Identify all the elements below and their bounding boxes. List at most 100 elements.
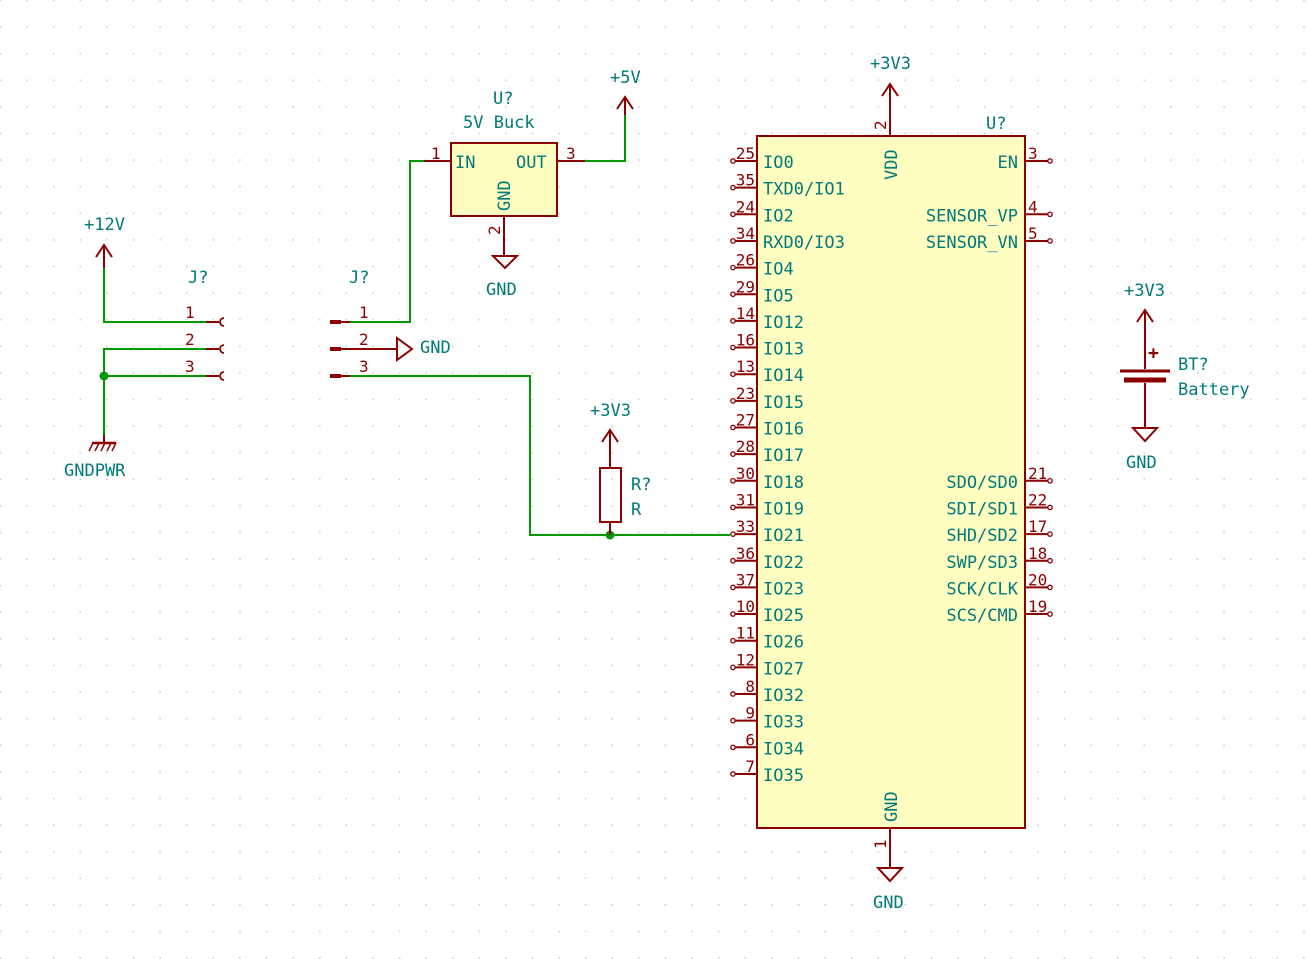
mcu-pin-number: 4 <box>1028 197 1038 216</box>
mcu-pin-number: 29 <box>736 277 755 296</box>
power-gnd-buck[interactable]: GND <box>486 255 520 300</box>
power-3v3-bat[interactable]: +3V3 <box>1124 281 1165 345</box>
mcu-pin-right[interactable]: 4 SENSOR_VP <box>926 197 1053 226</box>
buck-pin-in-num: 1 <box>431 144 441 163</box>
power-gnd-bat-label: GND <box>1126 453 1157 473</box>
mcu-pin-number: 7 <box>745 757 755 776</box>
connector-left-ref: J? <box>188 268 208 288</box>
connector-right[interactable]: J? 1 2 3 GND <box>330 268 451 378</box>
connector-right-pin-1: 1 <box>359 303 369 322</box>
mcu-pin-right[interactable]: 3EN <box>998 144 1053 173</box>
mcu-pin-left[interactable]: 37 IO23 <box>730 570 804 599</box>
mcu-pin-number: 35 <box>736 171 755 190</box>
mcu-pin-name: SDO/SD0 <box>946 473 1018 493</box>
mcu-pin-name: IO18 <box>763 473 804 493</box>
mcu-pin-number: 20 <box>1028 570 1047 589</box>
mcu-body <box>756 135 1026 829</box>
mcu-pin-name: IO0 <box>763 153 794 173</box>
power-3v3-mcu[interactable]: +3V3 <box>870 54 911 103</box>
mcu-pin-number: 8 <box>745 677 755 696</box>
resistor[interactable]: R? R <box>599 452 651 535</box>
mcu-pin-name: SHD/SD2 <box>946 526 1018 546</box>
mcu-pin-name: SCK/CLK <box>946 579 1018 599</box>
mcu-pin-name: SENSOR_VP <box>926 206 1018 226</box>
power-gndpwr-label: GNDPWR <box>64 461 126 481</box>
buck-value: 5V Buck <box>463 113 535 133</box>
power-3v3-res[interactable]: +3V3 <box>590 401 631 452</box>
mcu-pin-name: IO19 <box>763 499 804 519</box>
wire-conn-to-buck[interactable] <box>350 160 424 323</box>
mcu-pin-name: SDI/SD1 <box>946 499 1018 519</box>
mcu-pin-name: IO12 <box>763 313 804 333</box>
resistor-value: R <box>631 500 642 520</box>
wire-gndpwr-2[interactable] <box>103 348 206 376</box>
wire-buck-to-5v[interactable] <box>585 115 626 162</box>
connector-left-pin-3: 3 <box>185 357 195 376</box>
wire-12v[interactable] <box>103 268 206 323</box>
mcu-pin-left[interactable]: 29 IO5 <box>730 277 794 306</box>
mcu-pin-name: IO33 <box>763 713 804 733</box>
mcu-pin-left[interactable]: 9 IO33 <box>730 704 804 733</box>
power-12v[interactable]: +12V <box>84 215 125 268</box>
buck-converter[interactable]: U? 5V Buck 1 IN 3 OUT GND 2 <box>424 89 585 256</box>
mcu-pin-right[interactable]: 20 SCK/CLK <box>946 570 1053 599</box>
mcu-pin-name: IO22 <box>763 553 804 573</box>
mcu-pin-left[interactable]: 7 IO35 <box>730 757 804 786</box>
mcu-pin-name: IO35 <box>763 766 804 786</box>
power-gnd-mcu[interactable]: GND <box>873 867 905 913</box>
mcu-pin-number: 5 <box>1028 224 1038 243</box>
battery-ref: BT? <box>1178 355 1209 375</box>
battery[interactable]: + BT? Battery <box>1120 343 1250 428</box>
buck-ref: U? <box>493 89 513 109</box>
connector-left[interactable]: J? 1 2 3 <box>185 268 225 381</box>
mcu-vdd-name: VDD <box>882 149 902 180</box>
power-gnd-buck-label: GND <box>486 280 517 300</box>
mcu-pin-number: 9 <box>745 704 755 723</box>
power-gndpwr[interactable]: GNDPWR <box>64 435 126 481</box>
power-12v-label: +12V <box>84 215 125 235</box>
mcu-pin-name: IO5 <box>763 286 794 306</box>
power-3v3-res-label: +3V3 <box>590 401 631 421</box>
wire-io21[interactable] <box>350 375 730 536</box>
power-5v[interactable]: +5V <box>610 68 641 115</box>
mcu-pin-number: 24 <box>736 197 755 216</box>
mcu-pin-number: 37 <box>736 570 755 589</box>
power-3v3-mcu-label: +3V3 <box>870 54 911 74</box>
mcu-pin-number: 13 <box>736 357 755 376</box>
power-gnd-bat[interactable]: GND <box>1126 427 1160 473</box>
buck-pin-gnd-name: GND <box>495 180 515 211</box>
mcu-pin-name: IO23 <box>763 579 804 599</box>
junction-gndpwr <box>99 371 109 381</box>
connector-left-pin-1: 1 <box>185 303 195 322</box>
